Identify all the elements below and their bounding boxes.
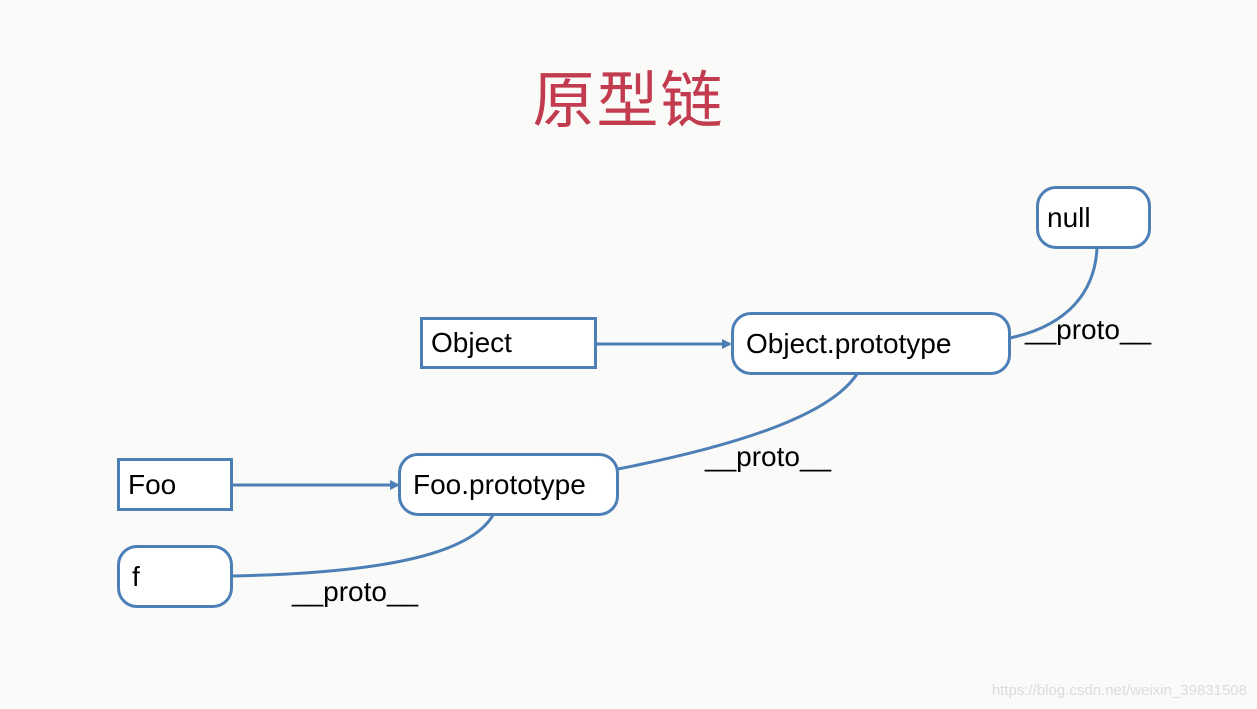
node-object-label: Object (431, 327, 512, 358)
node-f-label: f (132, 560, 140, 592)
proto-link-f-to-foo-prototype (231, 514, 495, 578)
node-object: Object (420, 317, 597, 369)
proto-label-null: __proto__ (1025, 314, 1152, 345)
node-foo-label: Foo (128, 468, 177, 500)
node-f: f (117, 545, 233, 608)
node-null: null (1036, 186, 1151, 249)
node-object-prototype: Object.prototype (731, 312, 1011, 375)
node-null-label: null (1047, 201, 1091, 233)
page-title: 原型链 (532, 64, 725, 137)
proto-link-foo-prototype-to-object-prototype (617, 373, 859, 471)
proto-label-object: __proto__ (705, 441, 832, 472)
watermark: https://blog.csdn.net/weixin_39831508 (991, 682, 1247, 699)
node-foo-prototype: Foo.prototype (398, 453, 619, 516)
node-foo: Foo (117, 458, 233, 511)
node-foo-prototype-label: Foo.prototype (413, 468, 586, 500)
proto-link-object-prototype-to-null (1009, 247, 1099, 340)
proto-label-foo: __proto__ (292, 576, 419, 607)
node-object-prototype-label: Object.prototype (746, 327, 952, 359)
